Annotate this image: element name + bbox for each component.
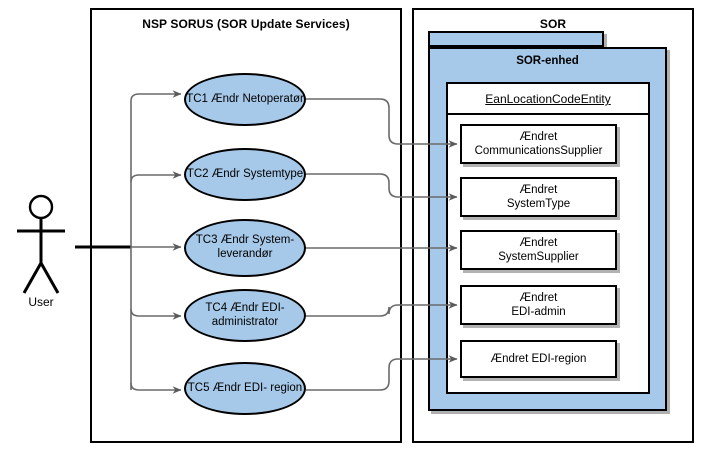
entity-line-2: SystemSupplier bbox=[498, 251, 579, 263]
connector-tc1-entity1 bbox=[306, 98, 458, 148]
connector-tc2-entity2 bbox=[306, 173, 458, 201]
usecase-line-2: System- bbox=[252, 234, 295, 247]
entity-line-1: Ændret bbox=[519, 183, 558, 196]
connector-tc4-entity4 bbox=[306, 301, 458, 317]
entity-box-aendret-systemtype[interactable]: Ændret SystemType bbox=[460, 177, 617, 217]
usecase-line-1: TC2 Ændr bbox=[186, 167, 240, 180]
entity-line-1: Ændret bbox=[519, 291, 558, 304]
usecase-line-1: TC1 Ændr bbox=[186, 92, 240, 105]
entity-line-1: Ændret bbox=[519, 236, 558, 249]
connector-user-tc4 bbox=[130, 308, 182, 320]
usecase-tc5-aendr-edi-region[interactable]: TC5 Ændr EDI- region bbox=[184, 362, 306, 415]
usecase-line-2: region bbox=[270, 381, 303, 394]
class-header-divider bbox=[448, 113, 648, 115]
entity-box-aendret-systemsupplier[interactable]: Ændret SystemSupplier bbox=[460, 230, 617, 270]
usecase-line-2: Netoperatør bbox=[242, 92, 304, 105]
connector-user-tc1 bbox=[130, 90, 182, 102]
entity-line-2: SystemType bbox=[506, 198, 571, 210]
usecase-line-3: leverandør bbox=[217, 248, 273, 260]
entity-box-aendret-communicationssupplier[interactable]: Ændret CommunicationsSupplier bbox=[460, 124, 617, 164]
usecase-tc3-aendr-systemleverandor[interactable]: TC3 Ændr System- leverandør bbox=[184, 219, 306, 277]
boundary-nsp-sorus-title: NSP SORUS (SOR Update Services) bbox=[142, 17, 350, 31]
entity-line-2: EDI-admin bbox=[511, 306, 566, 318]
actor-label-user: User bbox=[28, 295, 54, 309]
usecase-tc1-aendr-netoperator[interactable]: TC1 Ændr Netoperatør bbox=[184, 73, 306, 126]
connector-user-tc5 bbox=[130, 382, 182, 394]
connector-tc5-entity5 bbox=[306, 355, 458, 391]
usecase-line-1: TC3 Ændr bbox=[195, 234, 249, 247]
entity-box-aendret-edi-admin[interactable]: Ændret EDI-admin bbox=[460, 285, 617, 325]
usecase-line-2: Systemtype bbox=[243, 167, 304, 180]
package-sor-enhed-title: SOR-enhed bbox=[516, 55, 579, 67]
usecase-tc4-aendr-edi-administrator[interactable]: TC4 Ændr EDI- administrator bbox=[184, 289, 306, 342]
usecase-line-2: administrator bbox=[211, 315, 279, 328]
boundary-sor-title: SOR bbox=[539, 17, 567, 31]
actor-user-icon bbox=[17, 194, 65, 294]
entity-line-2: CommunicationsSupplier bbox=[474, 145, 603, 157]
sor-enhed-tab bbox=[428, 31, 604, 47]
connector-user-tc2 bbox=[130, 171, 182, 183]
entity-line-1: Ændret bbox=[519, 130, 558, 143]
usecase-line-1: TC5 Ændr EDI- bbox=[187, 381, 268, 394]
entity-box-aendret-edi-region[interactable]: Ændret EDI-region bbox=[460, 340, 617, 378]
usecase-line-1: TC4 Ændr EDI- bbox=[205, 301, 285, 314]
entity-line-1: Ændret EDI-region bbox=[490, 352, 587, 365]
usecase-tc2-aendr-systemtype[interactable]: TC2 Ændr Systemtype bbox=[184, 148, 306, 201]
class-eanlocationcodeentity-title: EanLocationCodeEntity bbox=[485, 92, 611, 106]
